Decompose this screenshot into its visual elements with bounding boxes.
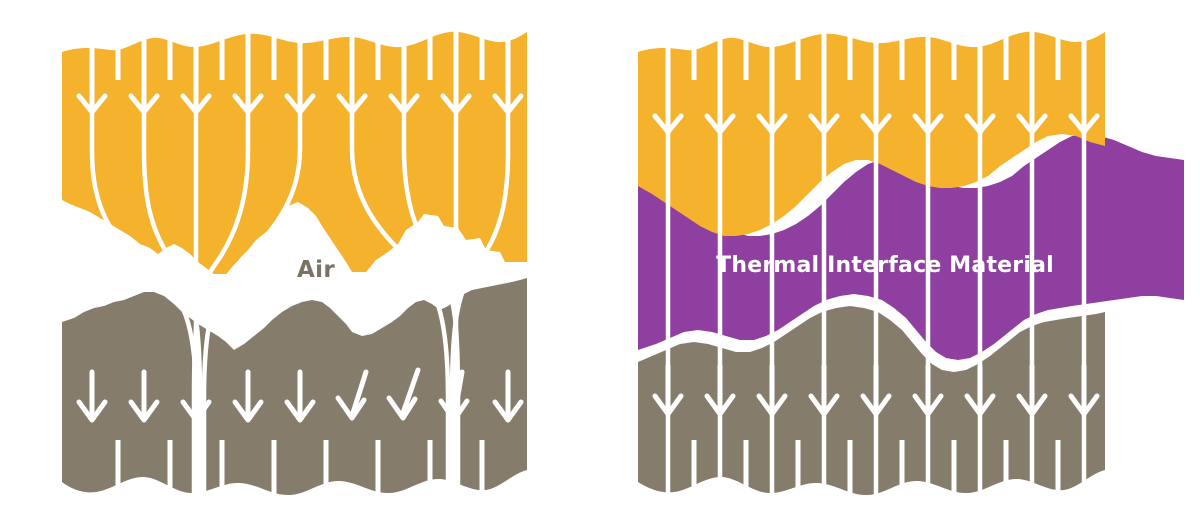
air-gap-label: Air: [297, 257, 335, 283]
heat-flow-arrows-bottom: [652, 363, 1100, 417]
surface-segment-separators: [691, 24, 1061, 500]
heat-flow-arrows-top: [652, 29, 1100, 135]
thermal-interface-material-label: Thermal Interface Material: [716, 253, 1054, 278]
heat-flow-arrows-top: [76, 29, 524, 115]
heat-flow-arrows-bottom: [76, 367, 524, 423]
panel-with-tim: Thermal Interface Material: [600, 0, 1200, 524]
panel-with-tim-graphic: Thermal Interface Material: [638, 24, 1184, 503]
panel-without-tim: Air: [62, 24, 527, 500]
heat-sink-layer: [638, 306, 1105, 496]
heat-sink-layer: [62, 278, 527, 496]
surface-segment-separators: [115, 24, 485, 500]
heat-source-layer: [638, 31, 1105, 237]
panel-without-tim-graphic: Air: [62, 24, 527, 500]
thermal-interface-material-layer: [638, 134, 1184, 360]
